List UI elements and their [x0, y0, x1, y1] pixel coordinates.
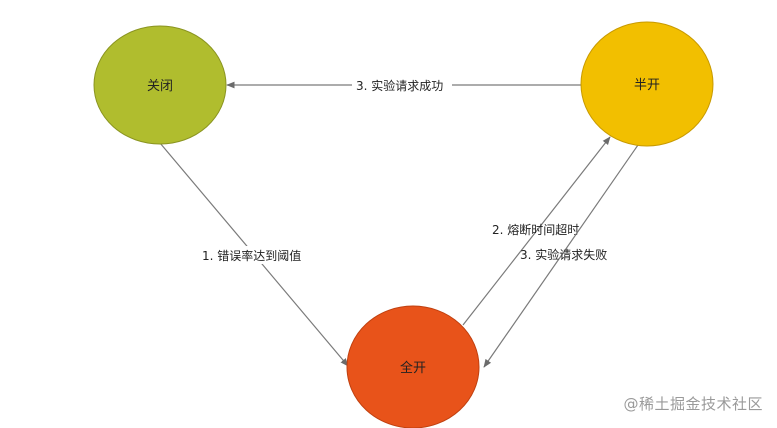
edge-closed-to-open: 1. 错误率达到阈值	[159, 142, 349, 367]
edge-half-open-to-open: 3. 实验请求失败	[483, 144, 639, 368]
edge-label-error-threshold: 1. 错误率达到阈值	[202, 248, 301, 263]
node-half-open: 半开	[580, 21, 714, 147]
node-open: 全开	[346, 305, 480, 428]
watermark: @稀土掘金技术社区	[623, 395, 763, 413]
edge-label-trial-failed: 3. 实验请求失败	[520, 247, 607, 262]
edge-half-open-to-closed: 3. 实验请求成功	[226, 75, 582, 95]
edge-label-success: 3. 实验请求成功	[356, 78, 443, 93]
node-closed: 关闭	[93, 25, 227, 145]
node-open-label: 全开	[400, 360, 426, 376]
edge-open-to-half-open: 2. 熔断时间超时	[462, 136, 611, 326]
edge-label-timeout: 2. 熔断时间超时	[492, 222, 579, 237]
node-closed-label: 关闭	[147, 79, 173, 94]
node-half-open-label: 半开	[634, 78, 660, 93]
